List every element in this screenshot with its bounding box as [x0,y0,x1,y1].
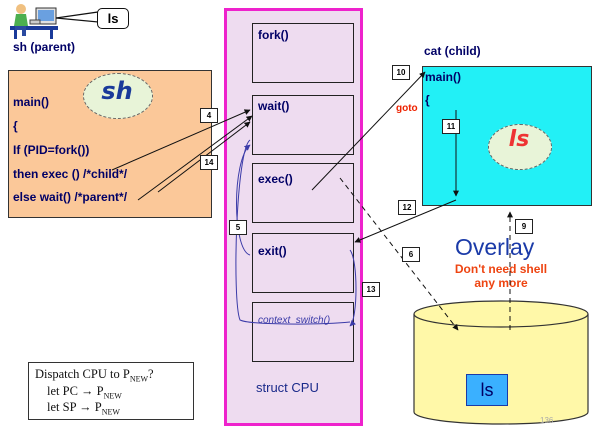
ls-disk-program: ls [466,374,508,406]
cat-child-title: cat (child) [424,44,481,58]
wait-label: wait() [258,99,290,113]
page-number: 136 [540,416,554,425]
step-badge: 10 [392,65,410,80]
overlay-title: Overlay [455,234,535,260]
dispatch-note: Dispatch CPU to PNEW? let PC → PNEW let … [28,362,194,420]
sh-code-line: else wait() /*parent*/ [13,190,128,204]
step-badge: 6 [402,247,420,262]
disk-cylinder-icon [413,300,589,425]
ls-oval-label: ls [508,127,530,152]
sh-code-line: main() [13,95,49,109]
step-badge: 9 [515,219,533,234]
step-badge: 14 [200,155,218,170]
sh-code-line: If (PID=fork()) [13,143,90,157]
sh-code-line: { [13,119,18,133]
bubble-pointer-icon [56,11,99,23]
sh-code-line: then exec () /*child*/ [13,167,128,181]
overlay-note-line1: Don't need shell [454,262,548,276]
goto-label: goto [396,103,418,114]
step-badge: 13 [362,282,380,297]
fork-label: fork() [258,28,289,42]
overlay-note-line2: any more [474,276,528,290]
dispatch-line1: Dispatch CPU to PNEW? [35,367,154,384]
ls-command-bubble: ls [97,8,129,29]
ls-oval [488,124,552,170]
step-badge: 4 [200,108,218,123]
sh-parent-title: sh (parent) [13,40,76,54]
context-switch-label: context_switch() [258,315,331,326]
step-badge: 11 [442,119,460,134]
dispatch-line2: let PC → PNEW [47,384,122,401]
dispatch-line3: let SP → PNEW [47,400,120,417]
sh-oval-label: sh [101,77,133,105]
step-badge: 12 [398,200,416,215]
context-switch-box [252,302,354,362]
cat-main-line: main() [425,70,461,84]
exit-label: exit() [258,244,287,258]
exit-box [252,233,354,293]
user-computer-icon [10,4,58,39]
exec-label: exec() [258,172,293,186]
cat-brace-line: { [425,93,430,107]
struct-cpu-label: struct CPU [256,380,319,395]
step-badge: 5 [229,220,247,235]
